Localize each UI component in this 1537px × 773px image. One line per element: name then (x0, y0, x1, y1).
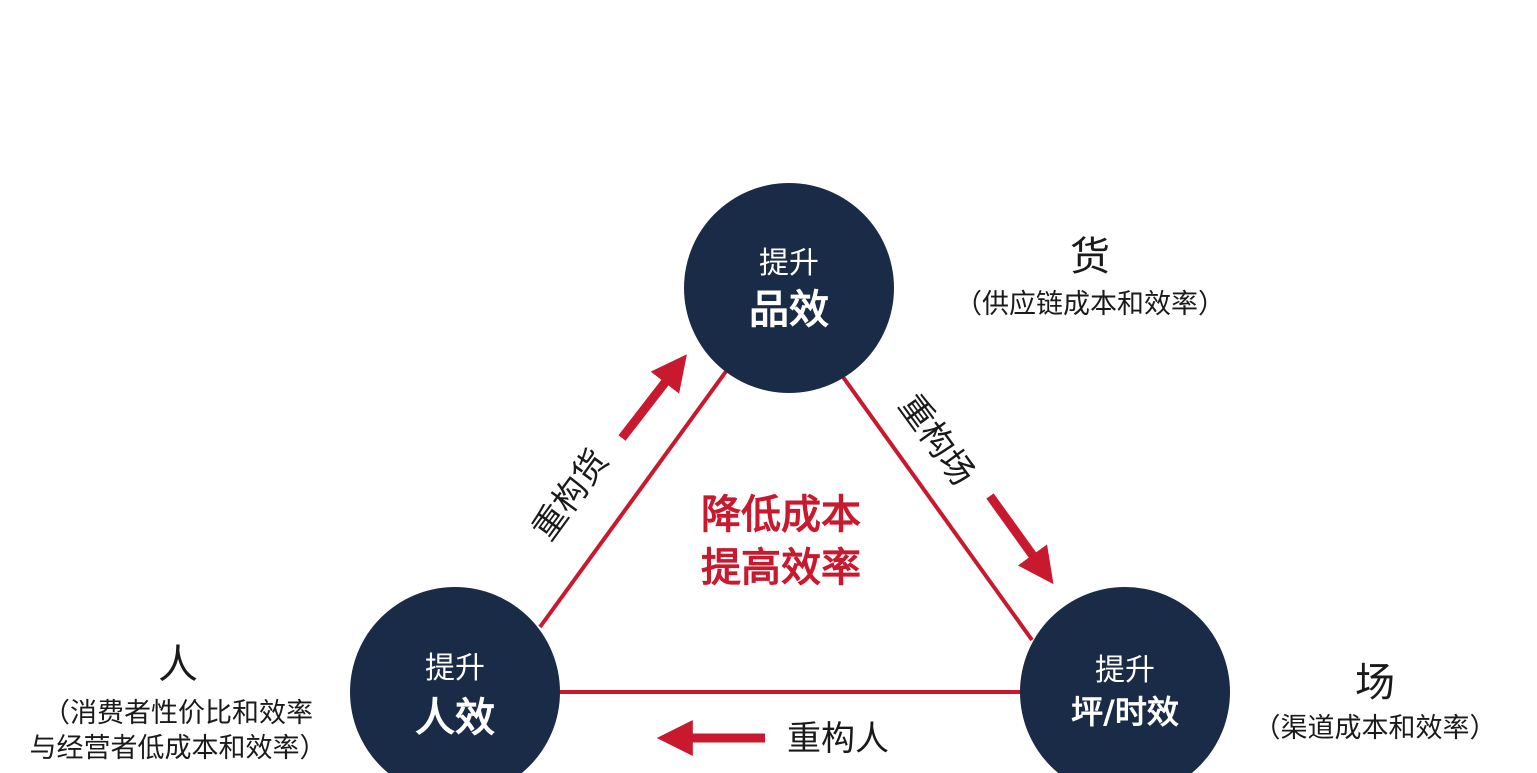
node-top-line2: 品效 (749, 287, 829, 333)
place-subtitle: （渠道成本和效率） (1254, 713, 1497, 744)
people-subtitle-line1: （消费者性价比和效率 (43, 698, 313, 729)
people-subtitle-line2: 与经营者低成本和效率） (30, 733, 327, 764)
people-title: 人 (158, 642, 198, 688)
arrow-right-edge (986, 493, 1054, 585)
edge-label-right: 重构场 (890, 387, 982, 493)
center-line1: 降低成本 (701, 492, 861, 538)
node-left-line1: 提升 (425, 651, 485, 686)
node-left-line2: 人效 (415, 695, 495, 741)
edge-line-left (538, 368, 729, 629)
node-top-line1: 提升 (759, 246, 819, 281)
edge-label-left: 重构货 (525, 442, 617, 548)
node-top-circle (684, 183, 894, 393)
node-right-line1: 提升 (1095, 653, 1155, 688)
node-right-circle (1020, 587, 1230, 773)
node-right-line2: 坪/时效 (1071, 693, 1179, 731)
goods-subtitle: （供应链成本和效率） (955, 289, 1225, 320)
edge-line-right (841, 375, 1034, 642)
place-title: 场 (1355, 660, 1395, 706)
node-left-circle (350, 587, 560, 773)
arrow-left-edge (618, 354, 687, 441)
center-line2: 提高效率 (701, 545, 861, 591)
goods-title: 货 (1070, 234, 1110, 280)
edge-label-bottom: 重构人 (787, 719, 889, 759)
